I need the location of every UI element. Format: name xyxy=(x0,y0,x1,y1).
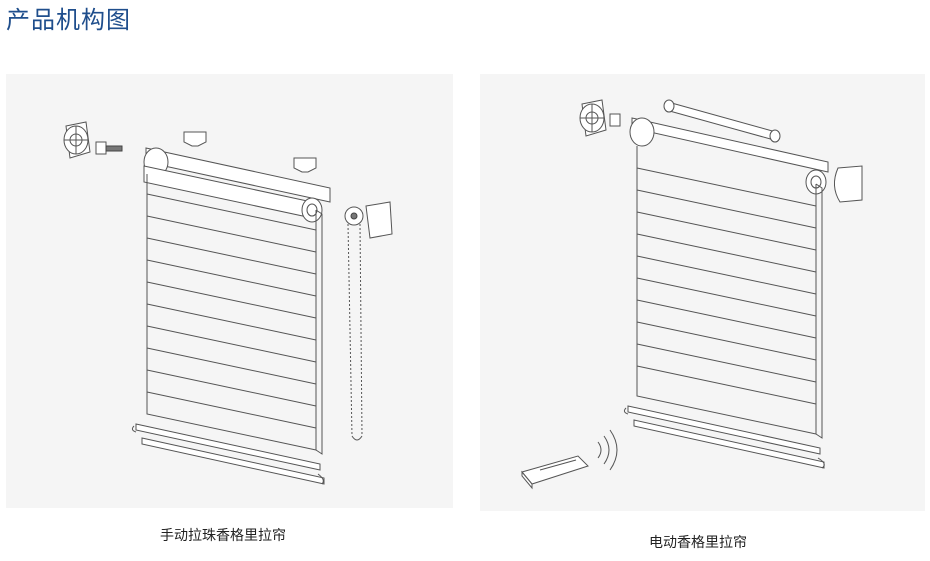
blind-fabric-outline xyxy=(636,146,817,435)
chain-control-unit-icon xyxy=(344,201,393,239)
manual-blind-diagram xyxy=(63,121,393,485)
bottom-rail xyxy=(131,423,325,485)
head-rail xyxy=(629,117,829,195)
caption-motorized: 电动香格里拉帘 xyxy=(649,535,747,551)
bead-chain xyxy=(347,223,363,441)
wireless-signal-icon xyxy=(597,429,618,471)
bottom-rail xyxy=(623,405,825,469)
end-bracket-gear-icon xyxy=(579,99,621,137)
pin-connector-icon xyxy=(95,141,123,155)
diagram-panel-motorized xyxy=(480,74,925,511)
end-cap-icon xyxy=(834,165,863,203)
fabric-louvers xyxy=(636,167,823,439)
end-bracket-gear-icon xyxy=(63,121,91,159)
blind-fabric-outline xyxy=(146,174,317,451)
motorized-blind-diagram xyxy=(521,99,863,490)
caption-manual: 手动拉珠香格里拉帘 xyxy=(160,528,286,544)
fabric-louvers xyxy=(146,193,323,455)
remote-control-icon xyxy=(521,455,589,490)
page-title: 产品机构图 xyxy=(6,6,131,34)
mounting-clip-icon xyxy=(183,131,317,173)
tubular-motor-icon xyxy=(663,99,781,143)
diagram-panel-manual xyxy=(6,74,453,508)
head-rail xyxy=(143,147,331,223)
